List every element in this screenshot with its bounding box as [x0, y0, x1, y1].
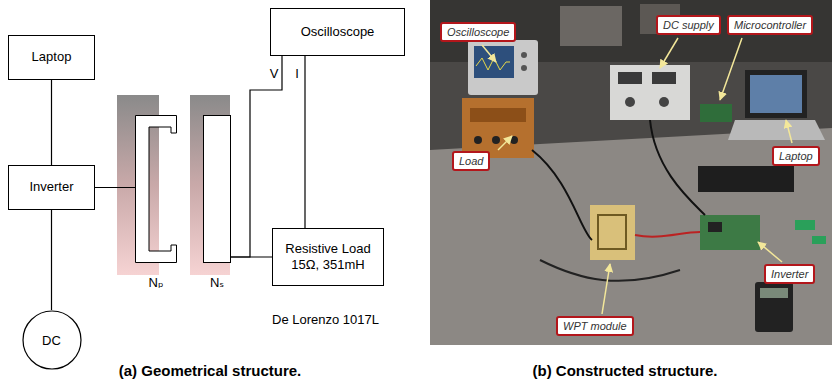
callout-label: WPT module [556, 316, 634, 336]
process-box: Laptop [8, 35, 95, 80]
node-text: Inverter [29, 179, 73, 195]
callout-label: Load [452, 151, 490, 171]
node-text: DC [42, 333, 61, 348]
callout-label: Laptop [772, 146, 820, 166]
wire-connector [231, 56, 282, 257]
node-text: Nₚ [149, 275, 164, 290]
shape-outline-svg [203, 115, 231, 263]
process-box: Oscilloscope [270, 8, 405, 56]
node-text: Laptop [32, 49, 72, 65]
wire-connector [51, 80, 52, 165]
callout-label: Microcontroller [727, 15, 813, 35]
wire-connector [95, 187, 135, 188]
shape-outline [203, 115, 231, 263]
callout-label: Inverter [764, 264, 815, 284]
callout-label: DC supply [656, 15, 721, 35]
secondary-core: Nₛ [203, 115, 231, 290]
wire-connector [51, 210, 52, 310]
sub-caption: (b) Constructed structure. [532, 362, 717, 379]
node-text: Laptop [779, 149, 813, 163]
wire-connector [304, 56, 305, 228]
node-text: Inverter [771, 267, 808, 281]
primary-core: Nₚ [135, 115, 177, 290]
signal-name: V [269, 67, 280, 80]
process-box: Inverter [8, 165, 95, 210]
node-text: Oscilloscope [301, 24, 375, 40]
sub-caption: (a) Geometrical structure. [119, 362, 302, 379]
shape-outline-svg [135, 115, 177, 263]
bar-core-outline [204, 116, 231, 263]
callout-label: Oscilloscope [440, 22, 516, 42]
source-circle: DC [22, 310, 82, 370]
node-text: Resistive Load 15Ω, 351mH [279, 241, 377, 274]
signal-name: I [294, 67, 300, 80]
node-text: Microcontroller [734, 18, 806, 32]
circle-outline [23, 311, 81, 369]
lab-photo [430, 0, 832, 345]
shape-outline [135, 115, 177, 263]
node-text: Oscilloscope [447, 25, 509, 39]
node-text: DC supply [663, 18, 714, 32]
node-text: Nₛ [210, 275, 224, 290]
model-note: De Lorenzo 1017L [272, 312, 379, 327]
node-text: WPT module [563, 319, 627, 333]
leader-lines [482, 38, 792, 314]
core-band [190, 95, 230, 275]
c-core-outline [136, 116, 177, 263]
load-box: Resistive Load 15Ω, 351mH [272, 228, 384, 286]
node-text: Load [459, 154, 483, 168]
